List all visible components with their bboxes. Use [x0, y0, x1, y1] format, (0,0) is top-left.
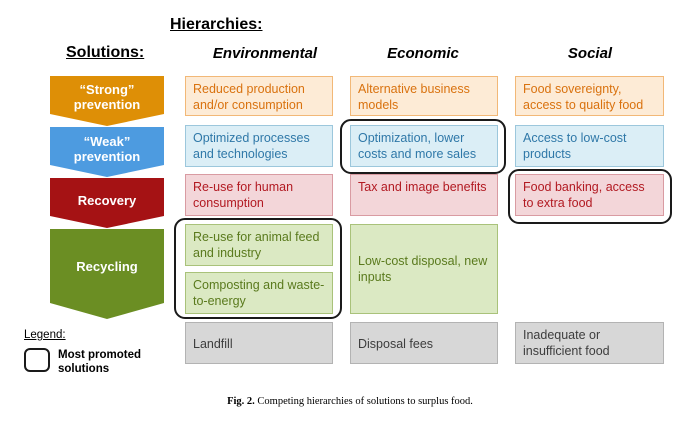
cell-eco-weak-prevention: Optimization, lower costs and more sales — [350, 125, 498, 167]
level-arrow-recovery: Recovery — [50, 178, 164, 228]
legend-outline-swatch — [24, 348, 50, 372]
cell-env-weak-prevention: Optimized processes and technologies — [185, 125, 333, 167]
most-promoted-outline-social — [508, 169, 672, 224]
cell-eco-recycling: Low-cost disposal, new inputs — [350, 224, 498, 314]
level-arrow-strong-prevention: “Strong” prevention — [50, 76, 164, 126]
legend-title: Legend: — [24, 329, 66, 341]
solutions-header: Solutions: — [66, 44, 145, 61]
cell-soc-strong-prevention: Food sovereignty, access to quality food — [515, 76, 664, 116]
cell-soc-disposal: Inadequate or insufficient food — [515, 322, 664, 364]
arrow-strong-shape — [50, 76, 164, 126]
cell-eco-disposal: Disposal fees — [350, 322, 498, 364]
column-header-social: Social — [567, 45, 613, 62]
cell-eco-recovery: Tax and image benefits — [350, 174, 498, 216]
cell-env-disposal: Landfill — [185, 322, 333, 364]
caption-text: Competing hierarchies of solutions to su… — [257, 396, 473, 407]
hierarchies-title: Hierarchies: — [170, 16, 263, 33]
level-arrow-weak-prevention: “Weak” prevention — [50, 127, 164, 177]
level-label-weak-line2: prevention — [73, 149, 141, 164]
column-header-environmental: Environmental — [212, 45, 318, 62]
cell-env-recycling-composting: Composting and waste-to-energy — [185, 272, 333, 314]
legend-item-label: Most promoted solutions — [58, 349, 142, 375]
cell-eco-strong-prevention: Alternative business models — [350, 76, 498, 116]
cell-env-recycling-feed: Re-use for animal feed and industry — [185, 224, 333, 266]
most-promoted-outline-environmental — [174, 218, 342, 319]
arrow-recycling-shape — [50, 229, 164, 319]
cell-env-recovery: Re-use for human consumption — [185, 174, 333, 216]
caption-label: Fig. 2. — [227, 396, 255, 407]
column-header-economic: Economic — [387, 45, 459, 62]
level-label-weak-line1: “Weak” — [83, 134, 131, 149]
cell-soc-recovery: Food banking, access to extra food — [515, 174, 664, 216]
most-promoted-outline-economic — [340, 119, 506, 174]
level-label-recovery: Recovery — [77, 193, 137, 208]
arrow-recovery-shape — [50, 178, 164, 228]
arrow-weak-shape — [50, 127, 164, 177]
cell-soc-weak-prevention: Access to low-cost products — [515, 125, 664, 167]
cell-env-strong-prevention: Reduced production and/or consumption — [185, 76, 333, 116]
level-arrow-recycling: Recycling — [50, 229, 164, 319]
level-label-recycling: Recycling — [76, 259, 138, 274]
level-label-strong-line2: prevention — [73, 97, 141, 112]
level-label-strong-line1: “Strong” — [79, 82, 135, 97]
figure-caption: Fig. 2. Competing hierarchies of solutio… — [0, 396, 700, 407]
